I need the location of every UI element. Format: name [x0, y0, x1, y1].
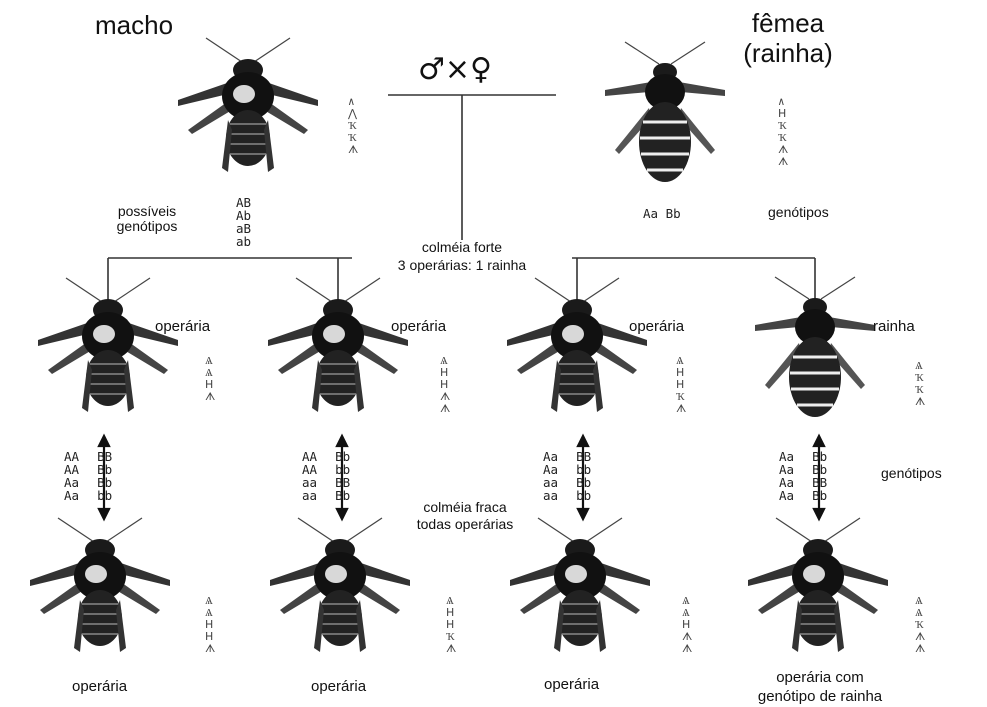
bee-label-2: operária	[391, 318, 446, 335]
male-possible-label-1: possíveis	[92, 204, 202, 219]
strong-hive-ratio: 3 operárias: 1 rainha	[352, 258, 572, 273]
male-possible-label-2: genótipos	[92, 219, 202, 234]
bottom-label-4: operária com	[735, 668, 905, 687]
bottom-label-4b: genótipo de rainha	[735, 687, 905, 706]
queen-bee-image	[665, 120, 666, 121]
genotype: Aa	[64, 489, 79, 502]
worker-bee-image-3	[577, 350, 578, 351]
weak-hive-subtitle: todas operárias	[380, 517, 550, 532]
bee-label-1: operária	[155, 318, 210, 335]
female-sublabel: (rainha)	[728, 38, 848, 68]
offspring-genotypes-label: genótipos	[881, 466, 942, 481]
female-genotype-label: genótipos	[768, 205, 829, 220]
worker-bee-image-7	[818, 590, 819, 591]
genotype: Bb	[812, 489, 827, 502]
worker-bee-image-4	[100, 590, 101, 591]
bee-label-4: rainha	[873, 318, 915, 335]
bottom-label-3: operária	[544, 676, 599, 693]
strong-hive-label: colméia forte	[352, 240, 572, 255]
bottom-label-2: operária	[311, 678, 366, 695]
male-bee-image	[248, 110, 249, 111]
genotype: Bb	[335, 489, 350, 502]
weak-hive-label: colméia fraca	[380, 500, 550, 515]
worker-bee-image-5	[340, 590, 341, 591]
female-genotype: Aa Bb	[643, 207, 681, 220]
male-genotype: ab	[236, 235, 251, 248]
queen-offspring-image	[815, 355, 816, 356]
female-label: fêmea	[728, 8, 848, 38]
cross-symbol: ♂×♀	[418, 52, 492, 87]
male-genotypes: AB Ab aB ab	[236, 196, 251, 248]
genotype: Aa	[779, 489, 794, 502]
bottom-label-1: operária	[72, 678, 127, 695]
worker-bee-image-6	[580, 590, 581, 591]
genotype: bb	[576, 489, 591, 502]
genotype: bb	[97, 489, 112, 502]
male-label: macho	[95, 10, 173, 41]
bee-label-3: operária	[629, 318, 684, 335]
worker-bee-image-2	[338, 350, 339, 351]
genotype: aa	[302, 489, 317, 502]
worker-bee-image-1	[108, 350, 109, 351]
